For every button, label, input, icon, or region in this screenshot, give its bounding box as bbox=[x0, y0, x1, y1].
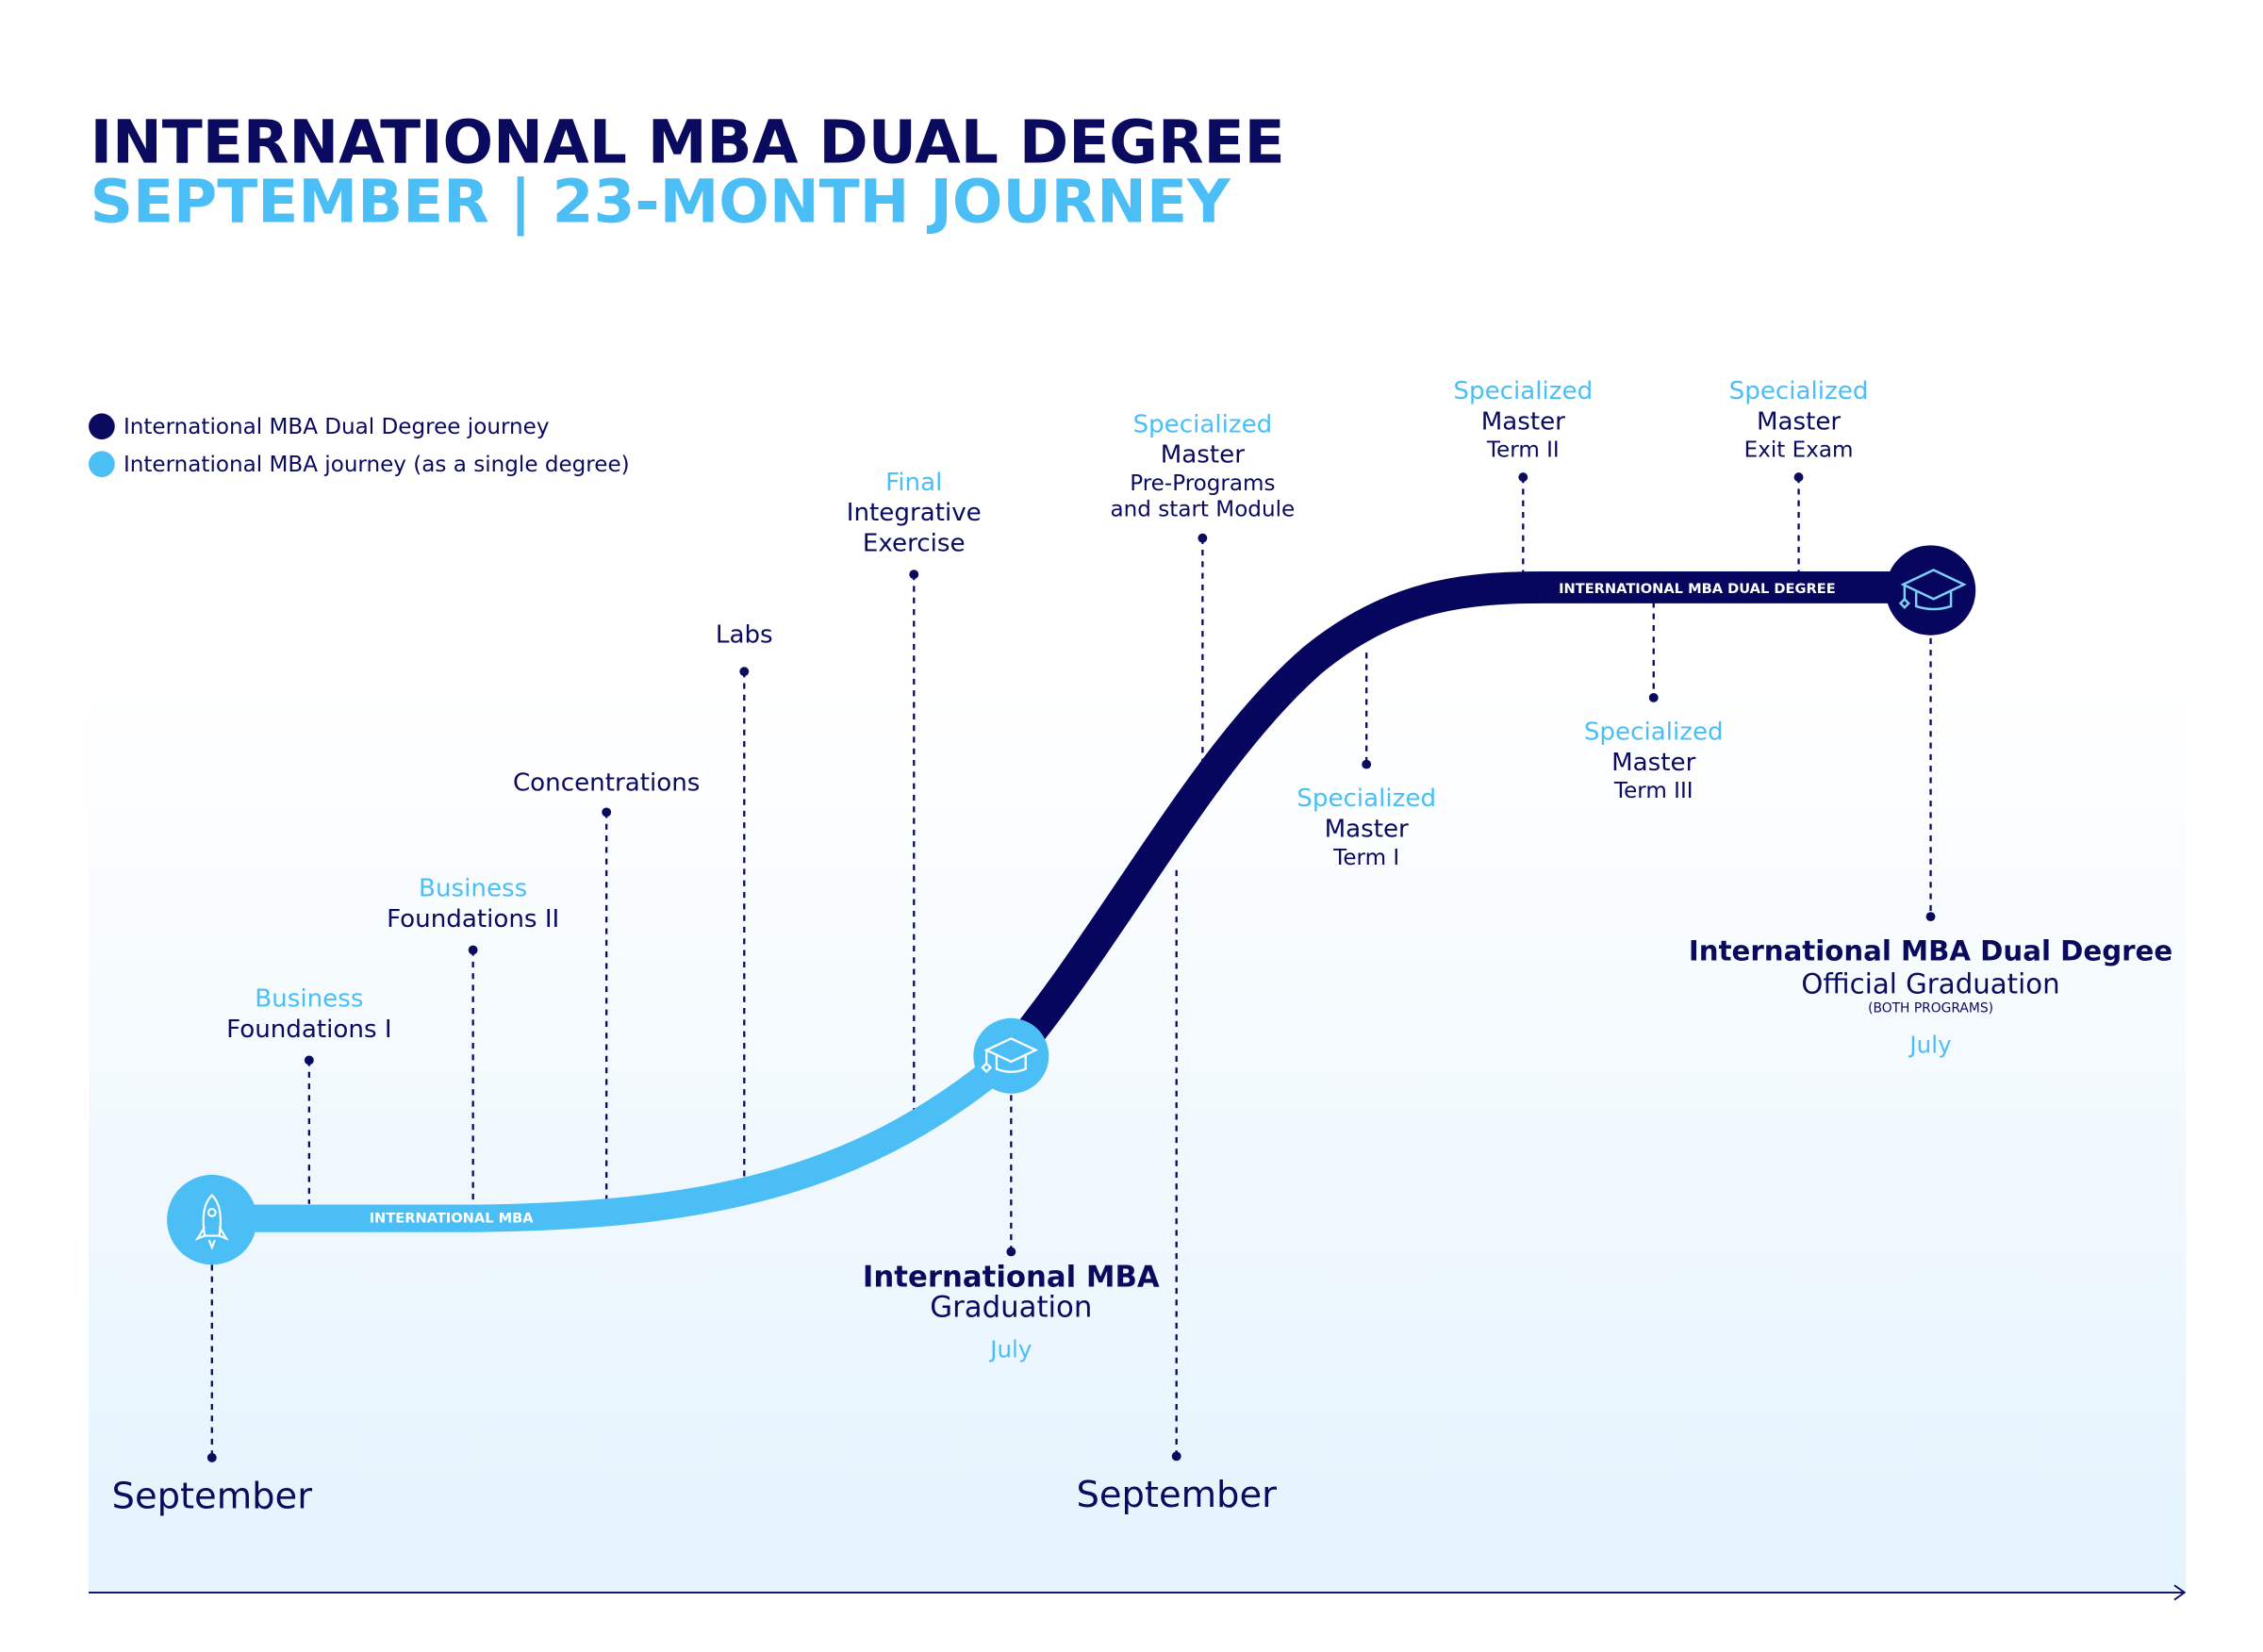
svg-text:Master: Master bbox=[1757, 407, 1841, 436]
milestone-term-2: Specialized Master Term II bbox=[1453, 377, 1593, 463]
svg-text:Foundations I: Foundations I bbox=[226, 1016, 391, 1044]
milestone-concentrations: Concentrations bbox=[513, 768, 700, 797]
svg-text:Integrative: Integrative bbox=[847, 499, 982, 527]
svg-text:Official Graduation: Official Graduation bbox=[1801, 968, 2059, 1000]
svg-text:Foundations II: Foundations II bbox=[387, 905, 559, 933]
svg-text:Pre-Programs: Pre-Programs bbox=[1130, 471, 1275, 496]
svg-text:Term I: Term I bbox=[1332, 846, 1399, 870]
title-line2: SEPTEMBER | 23-MONTH JOURNEY bbox=[91, 166, 1231, 237]
svg-text:Concentrations: Concentrations bbox=[513, 768, 700, 797]
svg-text:Specialized: Specialized bbox=[1584, 718, 1724, 746]
svg-text:Master: Master bbox=[1611, 749, 1695, 777]
svg-text:July: July bbox=[988, 1336, 1032, 1363]
milestone-term-1: Specialized Master Term I bbox=[1297, 785, 1436, 870]
rocket-icon bbox=[194, 1193, 229, 1250]
milestone-exit-exam: Specialized Master Exit Exam bbox=[1729, 377, 1869, 463]
legend-single-swatch bbox=[89, 451, 115, 478]
milestone-term-3: Specialized Master Term III bbox=[1584, 718, 1724, 803]
svg-text:Labs: Labs bbox=[716, 620, 773, 649]
svg-text:International MBA: International MBA bbox=[863, 1260, 1160, 1294]
milestone-final-integrative-exercise: Final Integrative Exercise bbox=[847, 469, 982, 558]
svg-text:and start Module: and start Module bbox=[1111, 498, 1296, 522]
dual-degree-track bbox=[999, 571, 1931, 1066]
svg-text:Term III: Term III bbox=[1613, 779, 1693, 803]
legend-dual-swatch bbox=[89, 413, 115, 440]
axis-arrow-icon bbox=[2173, 1584, 2187, 1601]
start-node bbox=[167, 1174, 257, 1265]
start-september-label: September bbox=[112, 1476, 313, 1518]
svg-text:Specialized: Specialized bbox=[1729, 377, 1869, 405]
svg-text:Master: Master bbox=[1161, 441, 1245, 470]
svg-text:Exercise: Exercise bbox=[863, 530, 966, 558]
milestone-labs: Labs bbox=[716, 620, 773, 649]
svg-text:Business: Business bbox=[255, 985, 363, 1014]
legend-single-label: International MBA journey (as a single d… bbox=[124, 453, 630, 477]
title-line1: INTERNATIONAL MBA DUAL DEGREE bbox=[91, 107, 1285, 176]
svg-text:Graduation: Graduation bbox=[930, 1291, 1092, 1325]
second-september-label: September bbox=[1076, 1474, 1277, 1516]
background-panel bbox=[89, 681, 2187, 1593]
svg-text:Term II: Term II bbox=[1486, 438, 1560, 463]
imba-track-label: INTERNATIONAL MBA bbox=[370, 1211, 535, 1227]
svg-text:Business: Business bbox=[419, 875, 527, 903]
svg-text:(BOTH PROGRAMS): (BOTH PROGRAMS) bbox=[1868, 1001, 1993, 1016]
svg-text:July: July bbox=[1908, 1032, 1951, 1059]
svg-text:Specialized: Specialized bbox=[1297, 785, 1436, 813]
svg-text:International MBA Dual Degree: International MBA Dual Degree bbox=[1689, 934, 2172, 966]
svg-text:Master: Master bbox=[1325, 816, 1409, 844]
imba-graduation-node bbox=[973, 1017, 1049, 1094]
milestone-business-foundations-2: Business Foundations II bbox=[387, 875, 559, 933]
graduation-cap-icon bbox=[981, 1037, 1039, 1074]
dual-graduation-label: International MBA Dual Degree Official G… bbox=[1689, 934, 2172, 1058]
svg-text:Specialized: Specialized bbox=[1453, 377, 1593, 405]
imba-graduation-label: International MBA Graduation July bbox=[863, 1260, 1160, 1363]
dual-graduation-node bbox=[1885, 545, 1976, 636]
milestone-business-foundations-1: Business Foundations I bbox=[226, 985, 391, 1044]
milestone-pre-programs: Specialized Master Pre-Programs and star… bbox=[1111, 410, 1296, 521]
dual-track-label: INTERNATIONAL MBA DUAL DEGREE bbox=[1559, 581, 1836, 597]
svg-text:Exit Exam: Exit Exam bbox=[1744, 438, 1854, 463]
connectors bbox=[206, 472, 1936, 1462]
graduation-cap-icon bbox=[1898, 569, 1967, 611]
imba-track bbox=[211, 1045, 1020, 1232]
svg-text:Master: Master bbox=[1481, 407, 1565, 436]
legend-dual-label: International MBA Dual Degree journey bbox=[124, 415, 550, 439]
svg-text:Specialized: Specialized bbox=[1132, 410, 1272, 438]
svg-text:Final: Final bbox=[885, 469, 942, 497]
